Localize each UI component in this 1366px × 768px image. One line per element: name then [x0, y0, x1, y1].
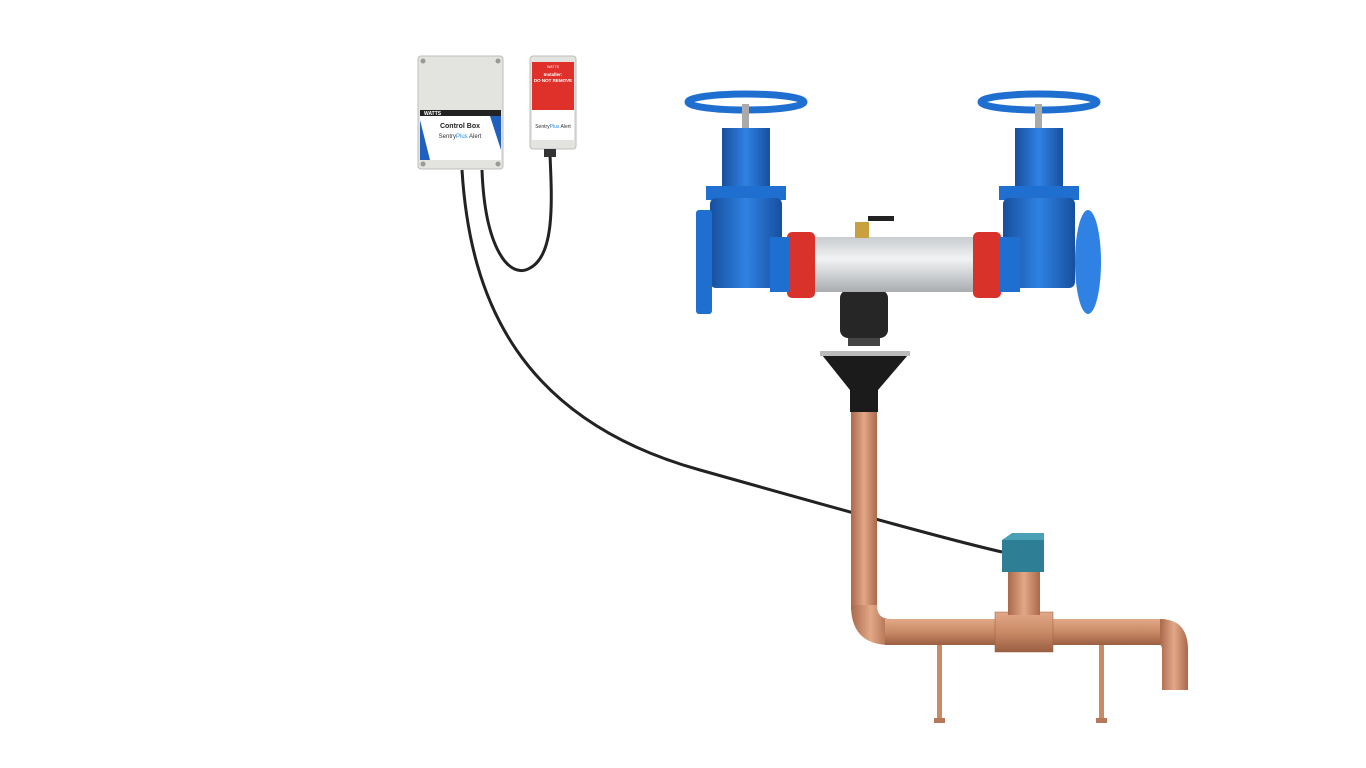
main-pipe	[787, 216, 1001, 298]
left-gate-valve	[684, 90, 808, 314]
cable-control-to-sensor	[460, 169, 1003, 554]
right-gate-valve	[977, 90, 1101, 314]
cable-control-to-module	[480, 154, 553, 272]
control-box-brand: WATTS	[424, 111, 442, 117]
cables	[460, 154, 1003, 554]
module-brand: WATTS	[547, 65, 560, 69]
leak-sensor	[1002, 533, 1044, 572]
drain-piping	[851, 410, 1188, 723]
module-warning-2: DO NOT REMOVE	[534, 78, 572, 83]
control-box-product: SentryPlus Alert	[439, 134, 482, 140]
module-warning-1: Installer:	[544, 72, 563, 77]
control-box: WATTS Control Box SentryPlus Alert	[417, 55, 504, 170]
module-product: SentryPlus Alert	[535, 124, 571, 130]
sensor-module: WATTS Installer: DO NOT REMOVE SentryPlu…	[529, 55, 577, 157]
control-box-title: Control Box	[440, 123, 480, 130]
air-gap-funnel	[820, 290, 910, 412]
